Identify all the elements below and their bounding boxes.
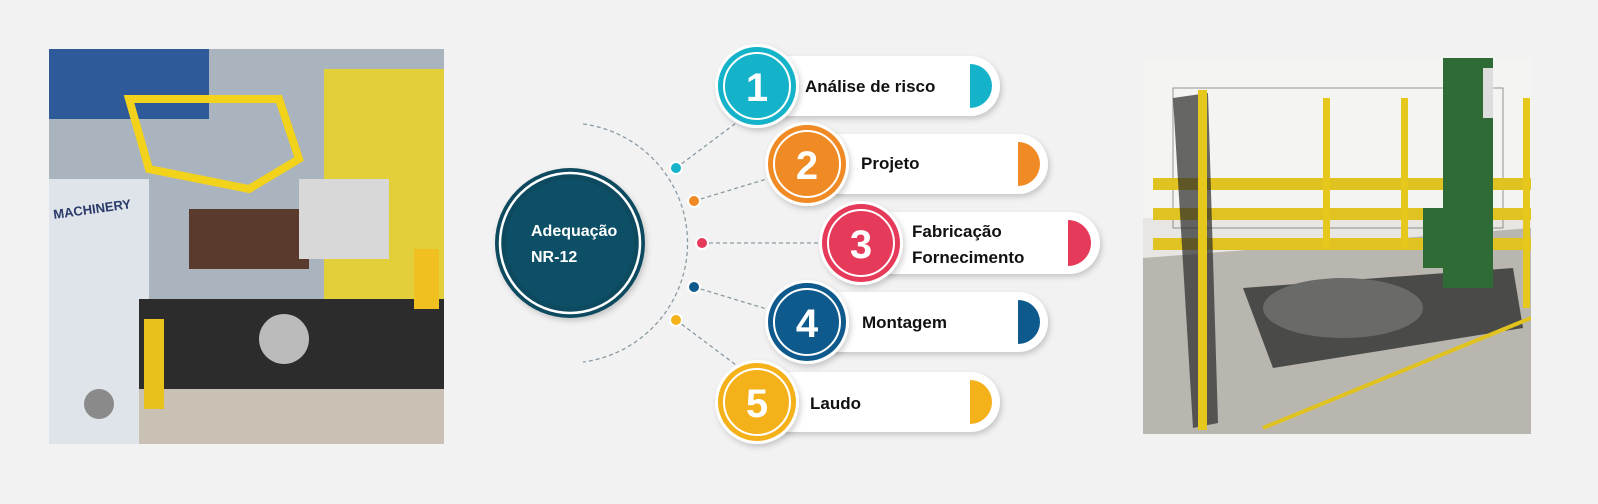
- dot-2: [687, 194, 701, 208]
- step-number: 2: [796, 144, 818, 188]
- step-label: Análise de risco: [805, 77, 935, 96]
- step-2[interactable]: 2 Projeto: [765, 122, 1048, 206]
- step-4[interactable]: 4 Montagem: [765, 280, 1048, 364]
- step-label-line1: Fabricação: [912, 222, 1002, 241]
- lathe-machine-photo: MACHINERY: [49, 49, 444, 444]
- step-label-line2: Fornecimento: [912, 248, 1024, 267]
- step-number: 1: [746, 66, 768, 110]
- step-number: 3: [850, 223, 872, 267]
- pallet-wrapper-safety-fence-photo: [1143, 58, 1531, 434]
- dot-5: [669, 313, 683, 327]
- step-number: 5: [746, 382, 768, 426]
- center-title-line1: Adequação: [531, 223, 617, 240]
- step-label: Laudo: [810, 394, 861, 413]
- center-circle: [495, 168, 645, 318]
- step-5[interactable]: 5 Laudo: [715, 360, 1000, 444]
- step-number: 4: [796, 302, 819, 346]
- dashed-arc: [582, 123, 689, 363]
- center-title-line2: NR-12: [531, 249, 577, 266]
- step-3[interactable]: 3 Fabricação Fornecimento: [819, 201, 1100, 285]
- dot-3: [695, 236, 709, 250]
- dot-4: [687, 280, 701, 294]
- step-1[interactable]: 1 Análise de risco: [715, 44, 1000, 128]
- dot-1: [669, 161, 683, 175]
- connector-lines: [675, 119, 822, 369]
- step-label: Projeto: [861, 154, 920, 173]
- step-label: Montagem: [862, 313, 947, 332]
